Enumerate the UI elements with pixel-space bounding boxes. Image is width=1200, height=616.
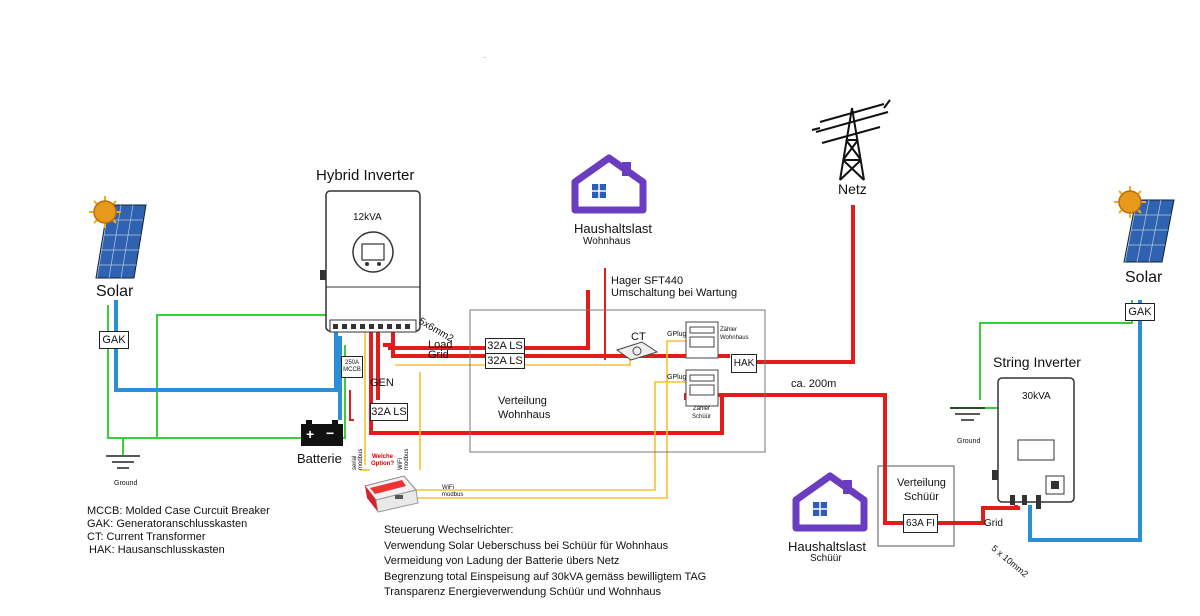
ct-device-icon: [615, 341, 659, 361]
control-notes: Steuerung Wechselrichter: Verwendung Sol…: [384, 523, 706, 601]
controller-question-label: Welche Option?: [371, 454, 394, 468]
signal-wires: [360, 330, 686, 499]
legend-item-hak: HAK: Hausanschlusskasten: [89, 544, 225, 556]
dc-wires-left: [114, 300, 342, 420]
gen-label: GEN: [370, 377, 394, 389]
load-label: Load: [428, 339, 453, 351]
house-barn-subtitle: Schüür: [810, 553, 842, 564]
dc-wires-right: [1028, 300, 1142, 542]
wifi-vertical-line2: modbus: [404, 448, 410, 470]
house-home-subtitle: Wohnhaus: [583, 236, 631, 247]
battery-plus: +: [306, 426, 315, 442]
legend-item-gak: GAK: Generatoranschlusskasten: [87, 518, 248, 530]
battery-icon: [301, 420, 343, 446]
serial-line2: modbus: [358, 448, 364, 470]
wifi-modbus-vertical-label: WiFi modbus: [398, 449, 410, 470]
solar-left-label: Solar: [96, 283, 134, 300]
ground-right-label: Ground: [957, 438, 981, 445]
ct-label: CT: [631, 331, 646, 343]
meters-icon: [685, 321, 719, 407]
house-barn-icon: [792, 472, 868, 532]
legend-item-mccb: MCCB: Molded Case Curcuit Breaker: [87, 505, 270, 517]
distribution-home-title-line2: Wohnhaus: [498, 409, 551, 421]
battery-minus: −: [326, 425, 335, 441]
meter-barn-line2: Schüür: [692, 414, 712, 420]
house-home-title: Haushaltslast: [574, 221, 653, 236]
mccb-line2: MCCB: [343, 367, 361, 373]
mccb-box: 250A MCCB: [341, 356, 363, 378]
gak-left-box: GAK: [99, 331, 129, 349]
grid-label-inverter: Grid: [428, 349, 449, 361]
solar-panel-left-icon: [89, 196, 147, 279]
hager-line2: Umschaltung bei Wartung: [611, 287, 738, 299]
gplug-top-label: GPlug: [667, 331, 687, 338]
gplug-bottom-label: GPlug: [667, 374, 687, 381]
ground-symbol-right: [950, 407, 985, 421]
distribution-barn-line2: Schüür: [904, 491, 939, 503]
header-mark: .: [484, 53, 486, 60]
controller-device-icon: [364, 475, 419, 513]
string-inverter-title: String Inverter: [993, 354, 1081, 370]
grid-tower-icon: [811, 99, 891, 181]
ground-left-label: Ground: [114, 480, 138, 487]
distance-label: ca. 200m: [791, 378, 837, 390]
gen-ls-box: 32A LS: [370, 403, 408, 421]
meter-barn-line1: Zähler: [693, 406, 711, 412]
meter-home-label: Zähler Wohnhaus: [720, 326, 749, 342]
fi-box: 63A FI: [903, 514, 938, 533]
grid-tower-label: Netz: [838, 181, 867, 197]
gak-right-box: GAK: [1125, 303, 1155, 321]
legend: MCCB: Molded Case Curcuit Breaker GAK: G…: [87, 505, 270, 557]
house-home-icon: [571, 154, 647, 214]
hager-label: Hager SFT440 Umschaltung bei Wartung: [611, 275, 737, 299]
ls-grid-box: 32A LS: [485, 353, 525, 369]
earth-wires-left: [107, 305, 346, 455]
question-line1: Welche: [372, 454, 393, 460]
solar-panel-right-icon: [1114, 186, 1175, 263]
wifi-line2: modbus: [442, 492, 464, 498]
mccb-line1: 250A: [344, 360, 359, 366]
house-barn-title: Haushaltslast: [788, 539, 867, 554]
string-inverter-icon: [992, 377, 1075, 509]
notes-line-2: Vermeidung von Ladung der Batterie übers…: [384, 555, 620, 567]
hak-box: HAK: [731, 354, 757, 373]
string-grid-label: Grid: [984, 518, 1003, 529]
hager-line1: Hager SFT440: [611, 275, 684, 287]
meter-home-line1: Zähler: [720, 327, 738, 333]
distribution-home-title-line1: Verteilung: [498, 395, 547, 407]
wifi-modbus-line-label: WiFi modbus: [442, 485, 463, 499]
meter-barn-label: Zähler Schüür: [692, 405, 711, 421]
ground-symbol-left: [106, 455, 140, 469]
hybrid-inverter-icon: [320, 190, 421, 333]
notes-line-3: Begrenzung total Einspeisung auf 30kVA g…: [384, 570, 707, 583]
notes-line-1: Verwendung Solar Ueberschuss bei Schüür …: [384, 539, 669, 552]
ls-load-box: 32A LS: [485, 338, 525, 354]
distribution-barn-title: Verteilung Schüür: [897, 476, 946, 504]
wifi-line1: WiFi: [442, 485, 454, 491]
solar-right-label: Solar: [1125, 269, 1163, 286]
distribution-barn-line1: Verteilung: [897, 477, 946, 489]
ac-wires-thin: [349, 268, 606, 421]
serial-modbus-label: serial modbus: [352, 449, 364, 470]
battery-label: Batterie: [297, 451, 342, 466]
hybrid-inverter-rating: 12kVA: [353, 212, 382, 223]
question-line2: Option?: [371, 461, 394, 467]
distribution-barn-box: [877, 465, 955, 547]
string-inverter-rating: 30kVA: [1022, 391, 1051, 402]
meter-home-line2: Wohnhaus: [720, 335, 749, 341]
hybrid-inverter-title: Hybrid Inverter: [316, 167, 415, 184]
legend-item-ct: CT: Current Transformer: [87, 531, 206, 543]
distribution-home-title: Verteilung Wohnhaus: [498, 394, 550, 422]
notes-line-4: Transparenz Energieverwendung Schüür und…: [384, 586, 662, 598]
notes-title: Steuerung Wechselrichter:: [384, 524, 514, 536]
distribution-home-box: [469, 309, 766, 453]
